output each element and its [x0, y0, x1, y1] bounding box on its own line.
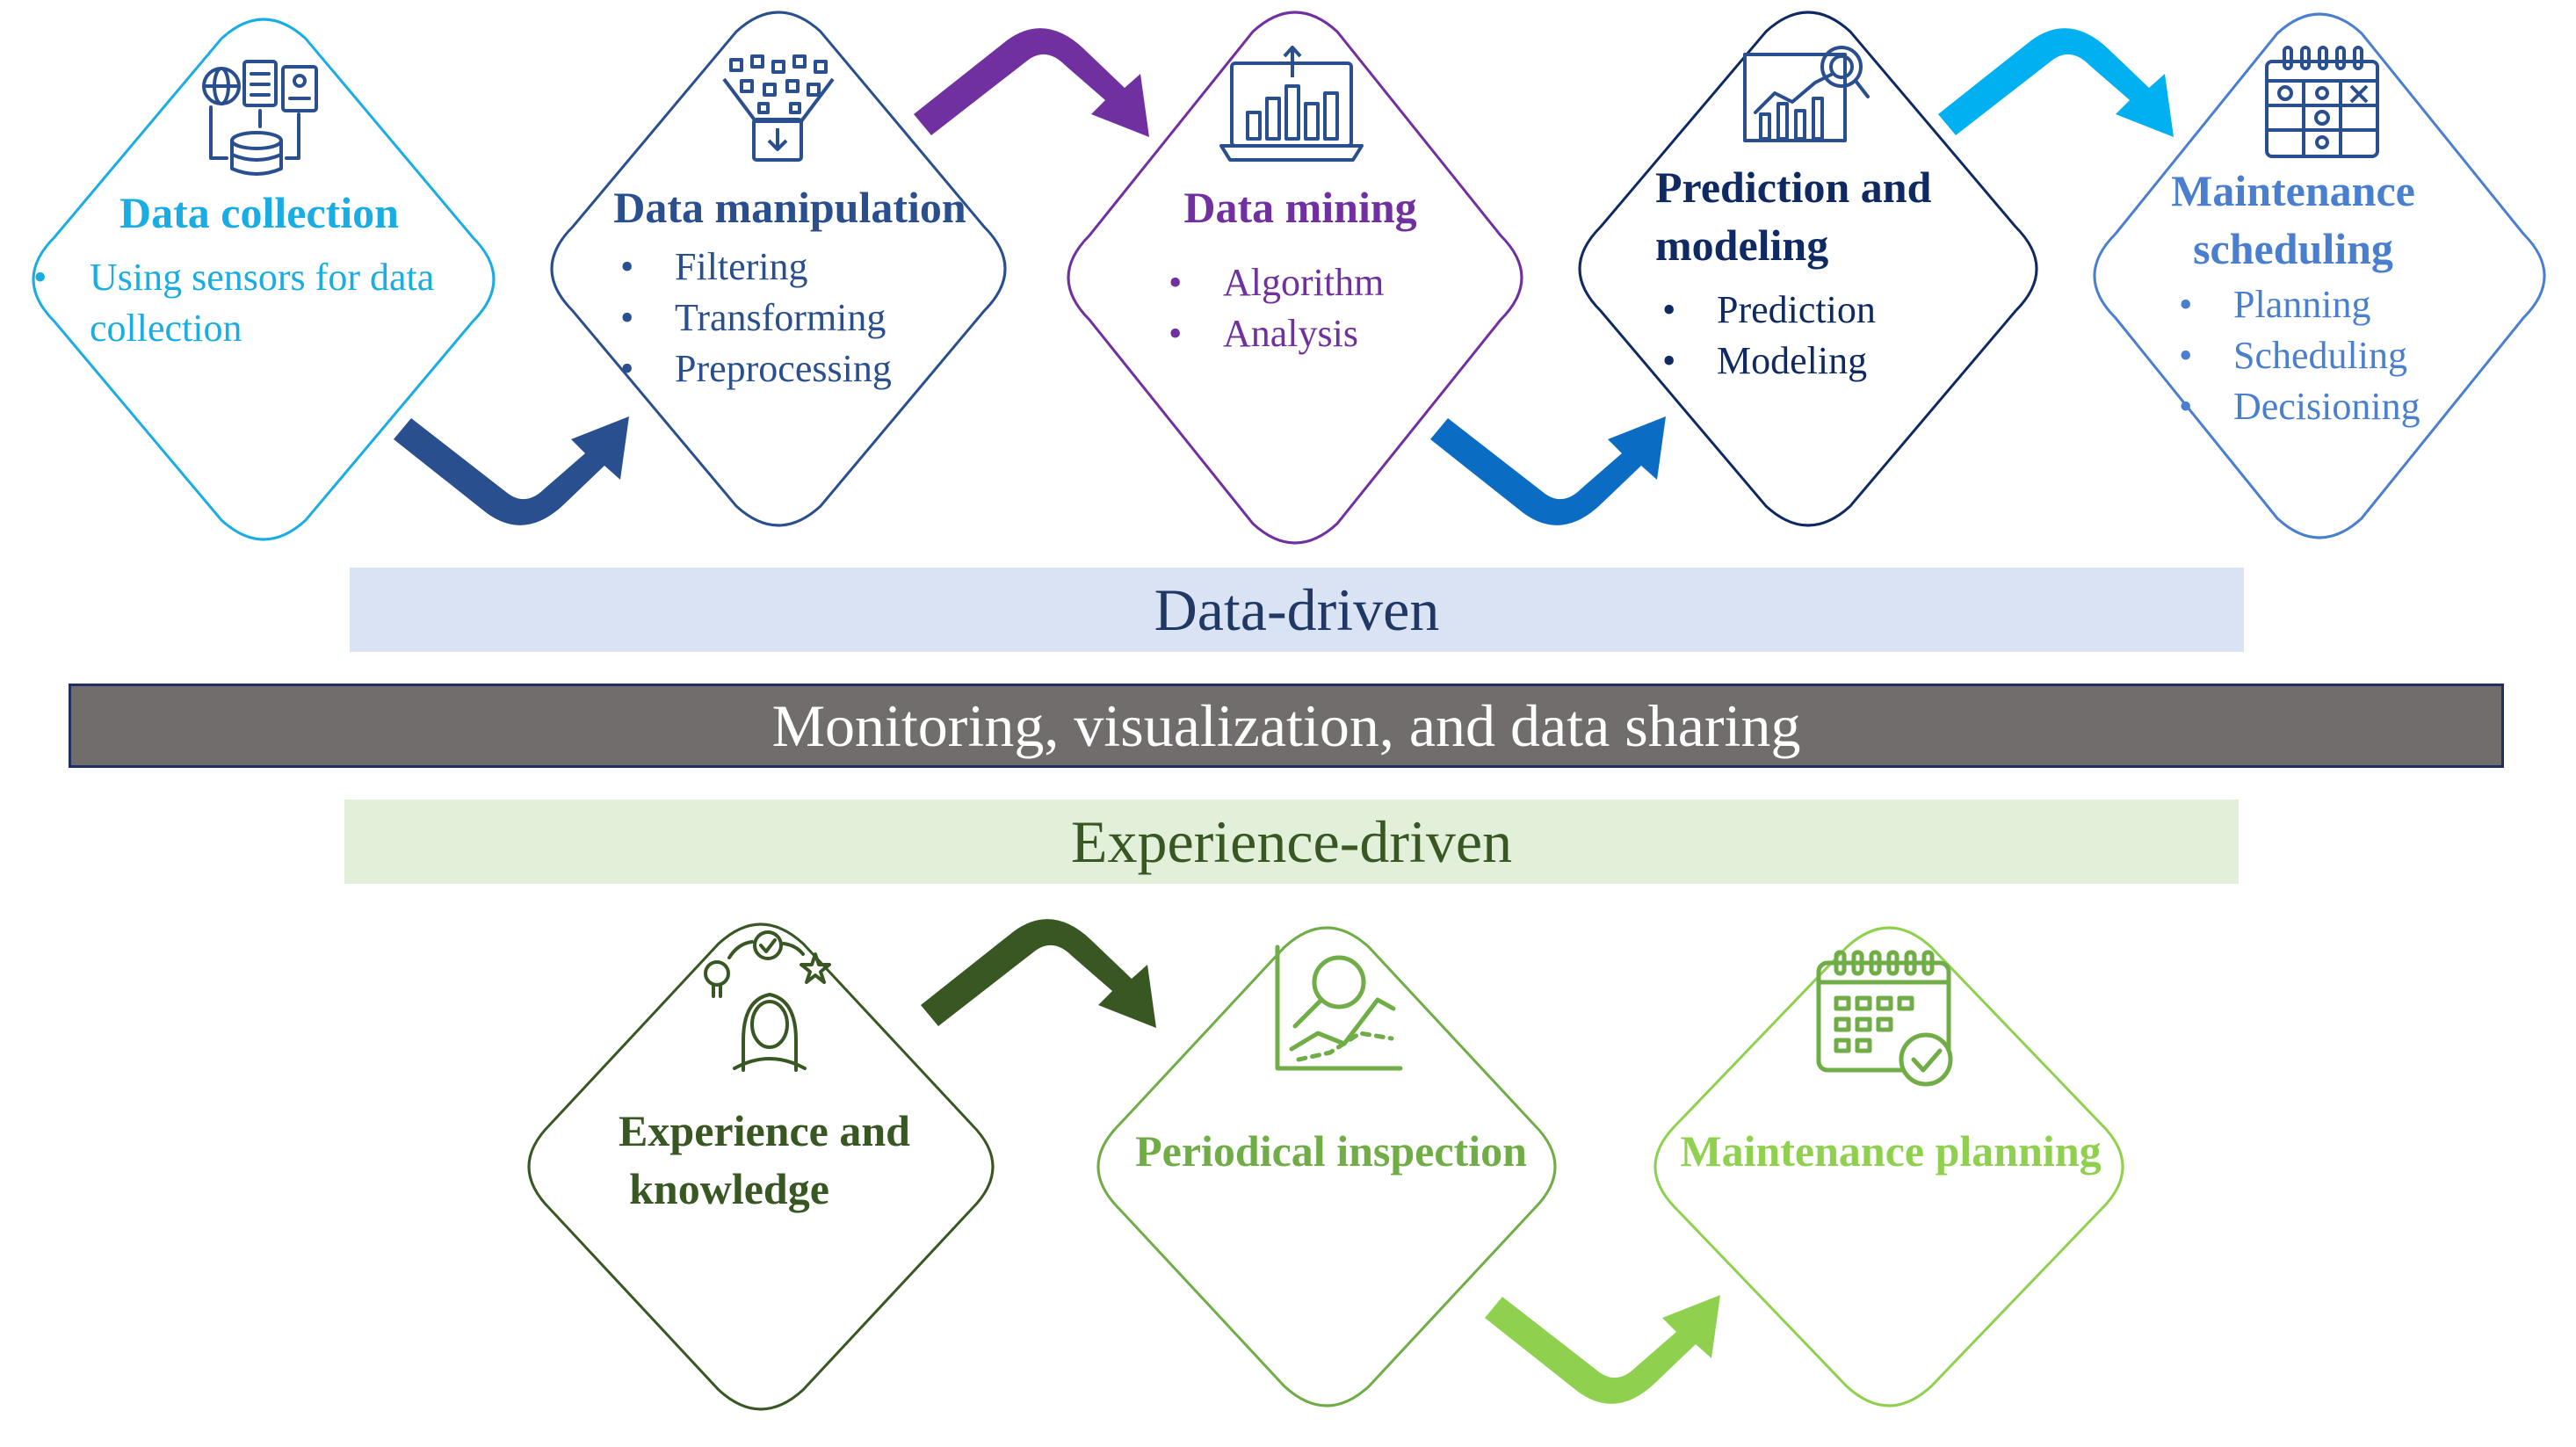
bullet-item: Decisioning	[2172, 381, 2504, 432]
bullet-item: Using sensors for data collection	[26, 252, 492, 354]
bullet-item: Prediction	[1655, 285, 2015, 336]
card-title-line: knowledge	[629, 1164, 829, 1213]
card-title: Prediction and modeling	[1655, 158, 2015, 274]
arrow-manipulation-to-mining	[914, 28, 1149, 137]
card-title: Experience and knowledge	[562, 1102, 966, 1218]
bullet-item: Preprocessing	[613, 344, 996, 394]
card-title-line: Maintenance	[2171, 166, 2415, 215]
database-documents-icon	[202, 60, 318, 176]
band-monitoring: Monitoring, visualization, and data shar…	[69, 684, 2504, 768]
bullet-item: Filtering	[613, 242, 996, 293]
arrow-experience-to-inspection	[921, 919, 1156, 1028]
bullet-item: Algorithm	[1161, 257, 1502, 308]
band-experience-driven: Experience-driven	[344, 799, 2239, 884]
card-title: Maintenance scheduling	[2117, 162, 2469, 278]
data-funnel-icon	[722, 54, 835, 162]
diamond-maintenance-planning	[1653, 926, 2124, 1407]
bullet-item: Scheduling	[2172, 330, 2504, 381]
card-maintenance-planning: Maintenance planning	[1645, 1125, 2137, 1178]
card-bullets: Planning Scheduling Decisioning	[2172, 279, 2504, 432]
band-data-driven: Data-driven	[350, 568, 2244, 652]
diamond-periodical-inspection	[1096, 926, 1557, 1407]
trend-magnifier-icon	[1743, 46, 1870, 142]
person-ideas-icon	[704, 930, 831, 1072]
card-maintenance-scheduling: Maintenance scheduling Planning Scheduli…	[2117, 162, 2504, 432]
bullet-item: Analysis	[1161, 308, 1502, 359]
bullet-item: Planning	[2172, 279, 2504, 330]
card-bullets: Prediction Modeling	[1655, 285, 2015, 387]
bullet-item: Modeling	[1655, 336, 2015, 387]
card-title-line: modeling	[1655, 221, 1829, 270]
card-title: Data collection	[119, 188, 399, 237]
card-data-collection: Data collection Using sensors for data c…	[26, 186, 492, 354]
chart-inspection-icon	[1275, 944, 1403, 1071]
card-bullets: Filtering Transforming Preprocessing	[613, 242, 996, 394]
card-data-mining: Data mining Algorithm Analysis	[1098, 181, 1502, 359]
card-data-manipulation: Data manipulation Filtering Transforming…	[583, 181, 996, 394]
card-bullets: Algorithm Analysis	[1161, 257, 1502, 359]
arrow-mining-to-prediction	[1430, 416, 1666, 525]
bullet-item: Transforming	[613, 293, 996, 344]
card-title: Maintenance planning	[1680, 1126, 2102, 1176]
diamond-experience-knowledge	[527, 922, 995, 1411]
calendar-check-icon	[1816, 950, 1953, 1087]
laptop-chart-icon	[1219, 46, 1364, 162]
schedule-grid-icon	[2265, 46, 2379, 158]
card-periodical-inspection: Periodical inspection	[1098, 1125, 1564, 1178]
card-title: Data manipulation	[613, 183, 966, 232]
card-title: Data mining	[1183, 183, 1417, 232]
arrow-prediction-to-scheduling	[1938, 28, 2174, 137]
arrow-inspection-to-planning	[1485, 1295, 1720, 1404]
card-title-line: scheduling	[2193, 224, 2393, 273]
card-prediction-modeling: Prediction and modeling Prediction Model…	[1655, 158, 2015, 387]
arrow-collection-to-manipulation	[394, 416, 629, 525]
card-title-line: Prediction and	[1655, 163, 1932, 212]
card-bullets: Using sensors for data collection	[26, 252, 492, 354]
card-experience-knowledge: Experience and knowledge	[562, 1102, 966, 1218]
card-title: Periodical inspection	[1135, 1126, 1527, 1176]
card-title-line: Experience and	[619, 1106, 910, 1155]
diamond-prediction-modeling	[1578, 11, 2038, 527]
